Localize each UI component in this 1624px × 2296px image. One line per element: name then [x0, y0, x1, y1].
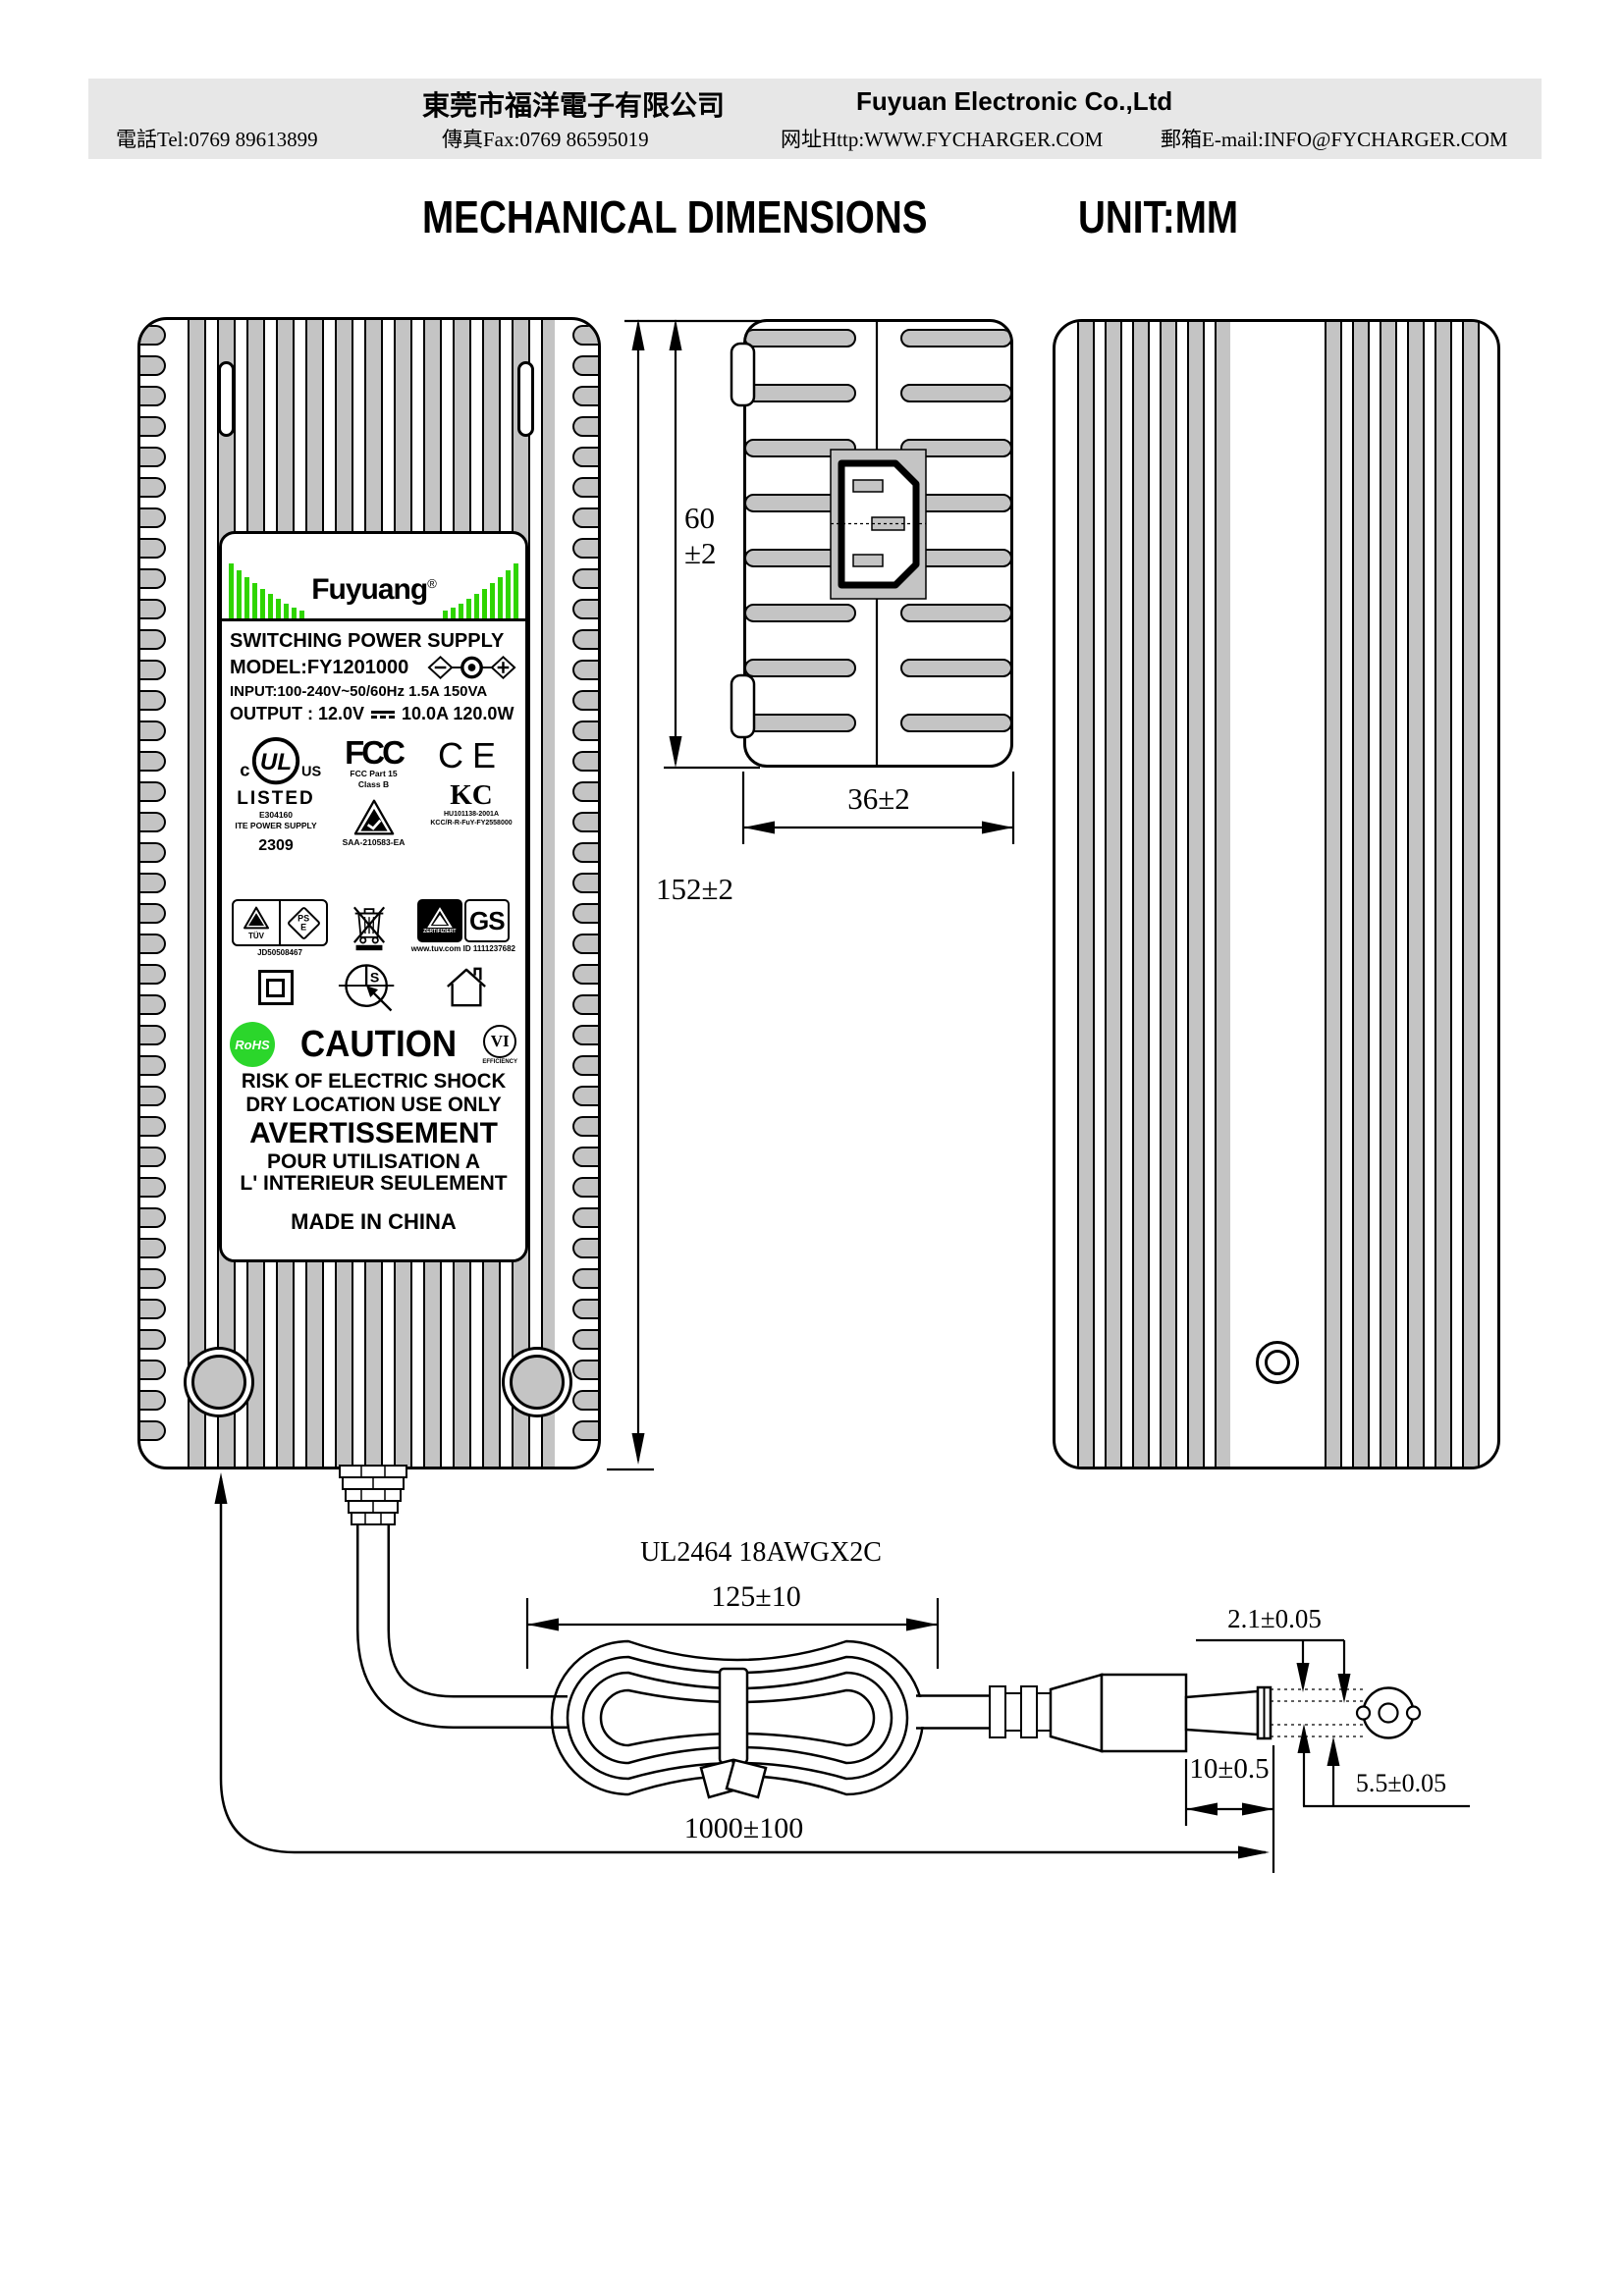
side-view: [743, 319, 1013, 768]
kc-mark-icon: KC: [450, 779, 493, 811]
french-warning-line-2: L' INTERIEUR SEULEMENT: [240, 1171, 508, 1195]
tuv-rheinland-icon: [427, 907, 453, 928]
french-warning-title: AVERTISSEMENT: [249, 1117, 498, 1150]
ul-year: 2309: [258, 837, 294, 855]
ul-listed: LISTED: [237, 788, 315, 809]
caution-row: RoHS CAUTION VI EFFICIENCY: [222, 1019, 525, 1070]
dim-side-width: 36±2: [847, 781, 910, 816]
screw-boss-right: [510, 1355, 565, 1410]
weee-bin-icon: [353, 906, 386, 951]
dc-symbol-icon: [371, 710, 396, 719]
dim-pin-diameter: 2.1±0.05: [1227, 1604, 1322, 1633]
dimline-total-length: [214, 1472, 1270, 1859]
header-email: 郵箱E-mail:INFO@FYCHARGER.COM: [1161, 128, 1508, 151]
vent-slot-left: [218, 361, 235, 437]
efficiency-mark: VI EFFICIENCY: [482, 1024, 517, 1065]
model-number: MODEL:FY1201000: [230, 656, 409, 678]
safety-icon-row: S: [222, 956, 525, 1019]
warning-line-1: RISK OF ELECTRIC SHOCK: [241, 1070, 507, 1093]
rcm-mark-icon: [353, 799, 394, 835]
tuv-triangle-icon: [244, 906, 269, 929]
short-circuit-proof-icon: S: [339, 964, 395, 1012]
dc-plug: [916, 1673, 1422, 1753]
front-comb-left: [140, 325, 172, 1462]
brand-name: Fuyuang®: [311, 573, 437, 606]
svg-text:UL: UL: [260, 749, 292, 775]
header-band: 東莞市福洋電子有限公司 Fuyuan Electronic Co.,Ltd 電話…: [88, 79, 1542, 159]
warning-line-2: DRY LOCATION USE ONLY: [245, 1093, 502, 1116]
french-warning-line-1: POUR UTILISATION A: [267, 1149, 480, 1173]
company-name-en: Fuyuan Electronic Co.,Ltd: [856, 86, 1173, 116]
pse-code: JD50508467: [257, 948, 302, 957]
rohs-badge: RoHS: [230, 1022, 275, 1067]
header-web: 网址Http:WWW.FYCHARGER.COM: [781, 128, 1104, 151]
gs-id: www.tuv.com ID 1111237682: [410, 944, 515, 953]
caution-word: CAUTION: [300, 1023, 458, 1065]
front-comb-right: [567, 325, 598, 1462]
dim-loop-length: 125±10: [711, 1580, 801, 1613]
ul-file: E304160: [258, 810, 294, 820]
vent-slot-right: [517, 361, 534, 437]
header-fax: 傳真Fax:0769 86595019: [442, 128, 649, 151]
fcc-mark-icon: FCC: [345, 734, 406, 771]
svg-text:US: US: [301, 765, 321, 780]
rcm-code: SAA-210583-EA: [342, 837, 406, 848]
unit-note: UNIT:MM: [1078, 191, 1239, 242]
screw-boss-left: [191, 1355, 246, 1410]
svg-text:S: S: [370, 969, 379, 985]
output-spec: OUTPUT : 12.0V 10.0A 120.0W: [230, 704, 514, 723]
made-in: MADE IN CHINA: [291, 1209, 457, 1235]
ce-mark-icon: CE: [437, 735, 505, 775]
ul-type: ITE POWER SUPPLY: [235, 820, 317, 830]
rear-center-channel: [1230, 322, 1323, 1467]
logo-bars-right: [442, 563, 518, 618]
dim-front-height: 152±2: [656, 872, 734, 906]
front-view: Fuyuang® SWITCHING POWER SUPPLY MODEL:FY…: [137, 317, 601, 1469]
dim-total-length: 1000±100: [683, 1812, 804, 1844]
logo-bars-left: [229, 563, 305, 618]
company-name-cn: 東莞市福洋電子有限公司: [422, 91, 726, 122]
product-name: SWITCHING POWER SUPPLY: [230, 630, 505, 652]
indoor-use-icon: [447, 967, 487, 1007]
page-title: MECHANICAL DIMENSIONS: [422, 191, 928, 242]
dimline-pin-diameter: [1196, 1638, 1351, 1703]
gs-mark-icon: ZERTIFIZIERT GS: [416, 899, 510, 942]
side-caps-left: [746, 329, 856, 765]
product-label: Fuyuang® SWITCHING POWER SUPPLY MODEL:FY…: [219, 531, 528, 1262]
polarity-icon: [427, 656, 516, 679]
spec-block: SWITCHING POWER SUPPLY MODEL:FY1201000: [222, 618, 525, 730]
dim-side-height: 60±2: [684, 501, 717, 570]
dimline-front-height: [607, 319, 654, 1471]
svg-text:c: c: [240, 760, 249, 780]
input-spec: INPUT:100-240V~50/60Hz 1.5A 150VA: [230, 683, 488, 700]
cable-spec: UL2464 18AWGX2C: [640, 1537, 882, 1568]
brand-logo: Fuyuang®: [222, 534, 525, 618]
side-caps-right: [900, 329, 1010, 765]
dim-barrel-diameter: 5.5±0.05: [1355, 1769, 1447, 1797]
class-ii-icon: [257, 970, 294, 1005]
rear-screw-boss: [1256, 1341, 1299, 1384]
cable-loop: [550, 1639, 925, 1799]
output-cable: [339, 1465, 568, 1729]
dim-barrel-length: 10±0.5: [1189, 1753, 1270, 1785]
ul-mark-icon: UL c US: [240, 736, 322, 785]
rear-view: [1053, 319, 1500, 1469]
header-tel: 電話Tel:0769 89613899: [116, 128, 318, 151]
certification-row: UL c US LISTED E304160 ITE POWER SUPPLY …: [222, 730, 525, 893]
